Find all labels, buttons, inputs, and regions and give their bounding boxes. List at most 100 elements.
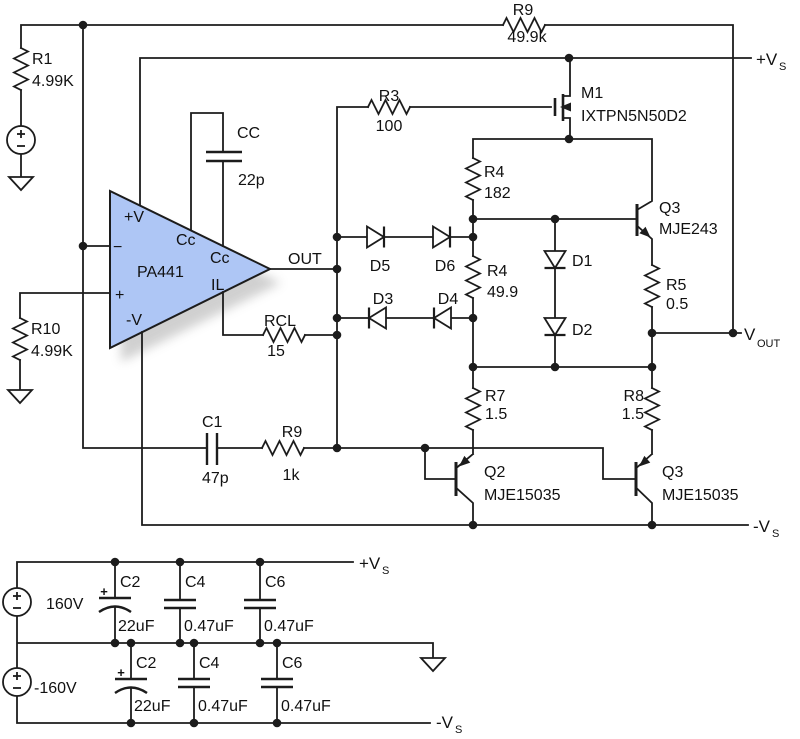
diode-d4	[432, 306, 453, 330]
label-opamp-pin-inverting: −	[113, 239, 122, 256]
label-r8-value: 1.5	[622, 406, 644, 423]
label-r9-feedback-value: 49.9k	[507, 29, 547, 46]
label-r4-upper-ref: R4	[484, 164, 505, 181]
label-c4-neg-ref: C4	[199, 655, 220, 672]
opamp-pa441	[109, 189, 281, 362]
label-c2-neg-polarity: +	[117, 665, 125, 680]
label-r10-ref: R10	[31, 321, 60, 338]
diode-d1	[543, 249, 567, 270]
label-c2-pos-ref: C2	[120, 574, 141, 591]
resistor-r8	[644, 387, 660, 431]
label-vs2-minus: -V	[436, 713, 454, 732]
resistor-r5	[644, 264, 660, 308]
capacitor-c6-neg	[261, 677, 293, 689]
capacitor-c1	[205, 433, 219, 465]
label-vout-sub: OUT	[757, 338, 781, 350]
label-d6: D6	[435, 258, 456, 275]
label-c2-neg-ref: C2	[136, 655, 157, 672]
resistor-r9-comp	[261, 440, 305, 456]
label-d5: D5	[370, 258, 391, 275]
label-vs2-minus-sub: S	[455, 724, 462, 736]
resistor-rcl	[262, 327, 306, 343]
label-rcl-value: 15	[267, 343, 285, 360]
label-c4-neg-value: 0.47uF	[198, 698, 248, 715]
label-c6-neg-value: 0.47uF	[281, 698, 331, 715]
capacitor-cc	[206, 150, 242, 163]
ground-icon	[420, 657, 446, 672]
label-opamp-pin-il: IL	[211, 277, 224, 294]
label-q3-lower-value: MJE15035	[662, 487, 739, 504]
label-r9-feedback-ref: R9	[513, 2, 534, 19]
label-cc-ref: CC	[237, 125, 260, 142]
label-out-net: OUT	[288, 251, 322, 268]
label-q3-lower-ref: Q3	[662, 464, 683, 481]
diode-d5	[365, 225, 386, 249]
resistor-r7	[465, 387, 481, 431]
label-c4-pos-value: 0.47uF	[184, 618, 234, 635]
label-c2-neg-value: 22uF	[134, 698, 171, 715]
voltage-source-neg-160	[2, 667, 32, 697]
label-d1: D1	[572, 253, 593, 270]
label-r3-ref: R3	[379, 88, 400, 105]
label-q2-ref: Q2	[484, 464, 505, 481]
label-cc-value: 22p	[238, 172, 265, 189]
label-c6-neg-ref: C6	[282, 655, 303, 672]
label-vs-plus-sub: S	[779, 61, 786, 73]
capacitor-c4-pos	[164, 598, 196, 610]
label-r4-upper-value: 182	[484, 185, 511, 202]
label-vs2-plus: +V	[359, 554, 381, 573]
label-opamp-pin-minus-v: -V	[126, 312, 142, 329]
label-r9-comp-value: 1k	[283, 467, 301, 484]
label-r4-lower-value: 49.9	[487, 284, 518, 301]
label-vs-minus-sub: S	[772, 528, 779, 540]
diode-d3	[367, 306, 388, 330]
label-c6-pos-value: 0.47uF	[264, 618, 314, 635]
label-c6-pos-ref: C6	[265, 574, 286, 591]
capacitor-c2-pos	[98, 596, 132, 614]
label-rcl-ref: RCL	[264, 313, 296, 330]
label-d3: D3	[373, 291, 394, 308]
label-m1-value: IXTPN5N50D2	[581, 108, 687, 125]
label-opamp-pin-noninverting: +	[115, 287, 124, 304]
label-opamp-pin-cc-mid: Cc	[210, 250, 230, 267]
label-opamp-pin-cc-top: Cc	[176, 232, 196, 249]
label-r8-ref: R8	[624, 388, 645, 405]
label-q2-value: MJE15035	[484, 487, 561, 504]
label-opamp-pin-plus-v: +V	[124, 209, 144, 226]
transistors	[454, 94, 654, 496]
label-c1-value: 47p	[202, 470, 229, 487]
label-r5-ref: R5	[666, 277, 687, 294]
labels: R1 4.99K R9 49.9k R3 100 CC 22p M1 IXTPN…	[31, 2, 786, 736]
label-q3-upper-value: MJE243	[659, 221, 718, 238]
label-vs-minus: -V	[753, 517, 771, 536]
diode-d2	[543, 316, 567, 337]
label-vs2-plus-sub: S	[382, 565, 389, 577]
label-source-neg: -160V	[34, 680, 77, 697]
label-r1-ref: R1	[32, 51, 53, 68]
label-r5-value: 0.5	[666, 296, 688, 313]
label-r1-value: 4.99K	[32, 73, 74, 90]
voltage-source-input	[6, 125, 36, 155]
resistor-r10	[12, 317, 28, 361]
label-m1-ref: M1	[581, 85, 603, 102]
label-c1-ref: C1	[202, 414, 223, 431]
wires	[16, 24, 752, 724]
label-c2-pos-polarity: +	[100, 584, 108, 599]
label-vout: V	[744, 325, 756, 344]
label-source-pos: 160V	[46, 596, 84, 613]
label-r7-ref: R7	[485, 388, 506, 405]
ground-icon	[8, 176, 34, 191]
opamp-triangle	[109, 189, 273, 350]
voltage-source-pos-160	[2, 587, 32, 617]
label-r10-value: 4.99K	[31, 343, 73, 360]
resistor-r4-upper	[465, 157, 481, 201]
mosfet-m1-arrow-icon	[560, 102, 571, 112]
resistor-r4-lower	[465, 255, 481, 299]
label-r7-value: 1.5	[485, 406, 507, 423]
label-r9-comp-ref: R9	[282, 424, 303, 441]
label-r4-lower-ref: R4	[487, 263, 508, 280]
junction-dots	[78, 20, 738, 728]
capacitors	[98, 150, 293, 695]
capacitor-c4-neg	[178, 677, 210, 689]
